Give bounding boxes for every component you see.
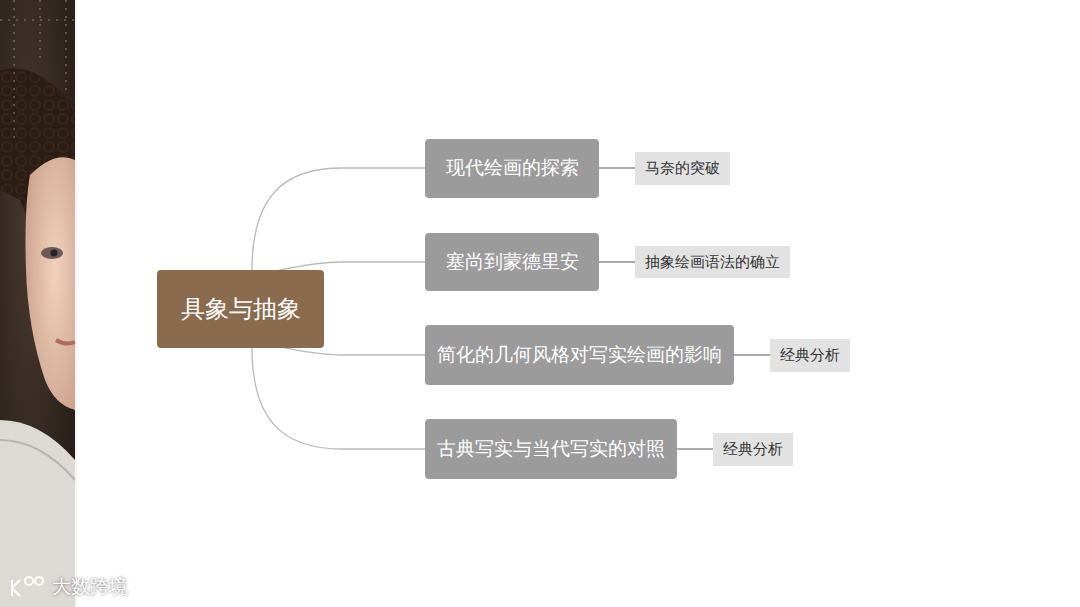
- branch-line: [599, 167, 635, 168]
- eye: [41, 247, 63, 259]
- topic-box: 简化的几何风格对写实绘画的影响: [425, 325, 734, 385]
- note-tag: 经典分析: [770, 339, 850, 372]
- branch-line: [252, 348, 425, 449]
- topic-box: 古典写实与当代写实的对照: [425, 419, 677, 479]
- guide-dots: [0, 0, 75, 140]
- node-text: 简化的几何风格对写实绘画的影响: [437, 342, 722, 368]
- root-topic-box: 具象与抽象: [157, 270, 324, 348]
- collar-fold: [0, 440, 75, 480]
- branch-line: [677, 448, 713, 449]
- topic-box: 塞尚到蒙德里安: [425, 233, 599, 291]
- node-text: 古典写实与当代写实的对照: [437, 436, 665, 462]
- lips: [56, 340, 75, 344]
- node-text: 抽象绘画语法的确立: [645, 253, 780, 272]
- node-text: 马奈的突破: [645, 159, 720, 178]
- branch-line: [252, 168, 425, 270]
- branch-line: [734, 354, 770, 355]
- note-tag: 经典分析: [713, 433, 793, 466]
- branch-line: [599, 261, 635, 262]
- node-text: 现代绘画的探索: [446, 155, 579, 181]
- painting-ground: [0, 0, 75, 607]
- node-text: 塞尚到蒙德里安: [446, 249, 579, 275]
- watermark-logo: [12, 577, 43, 596]
- note-tag: 抽象绘画语法的确立: [635, 246, 790, 278]
- node-text: 经典分析: [780, 346, 840, 365]
- watermark: 大数跨境: [52, 574, 128, 600]
- note-tag: 马奈的突破: [635, 152, 730, 185]
- node-text: 经典分析: [723, 440, 783, 459]
- strip-edge: [76, 0, 77, 607]
- node-text: 具象与抽象: [181, 293, 301, 325]
- pupil: [51, 250, 58, 257]
- topic-box: 现代绘画的探索: [425, 139, 599, 198]
- face: [26, 157, 76, 410]
